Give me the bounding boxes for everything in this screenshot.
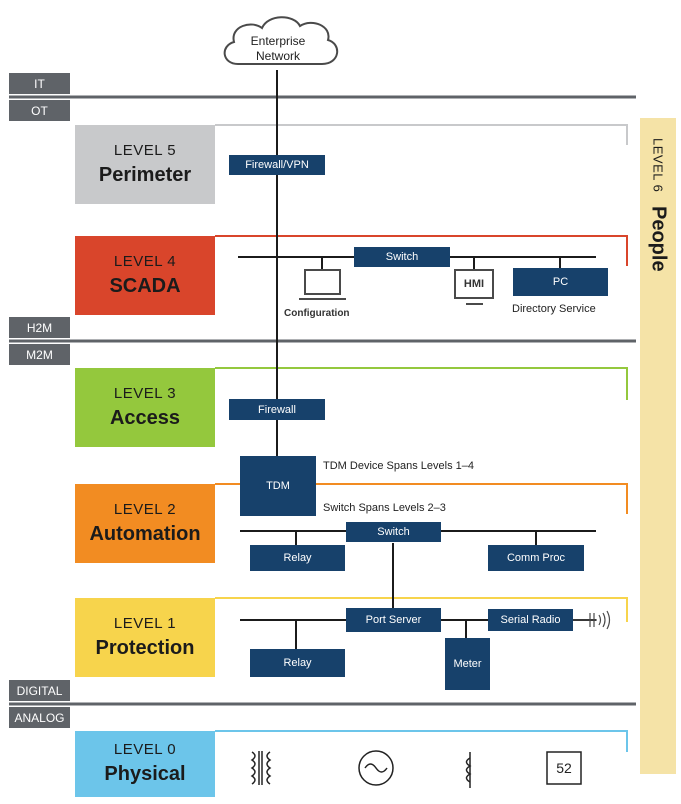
level-3-box: LEVEL 3 Access — [75, 368, 215, 447]
level-2-box: LEVEL 2 Automation — [75, 484, 215, 563]
configuration-label: Configuration — [284, 308, 350, 319]
level-0-name: Physical — [104, 763, 186, 785]
level-1-relay-box: Relay — [250, 649, 345, 677]
firewall-vpn-box: Firewall/VPN — [229, 155, 325, 175]
generator-icon — [358, 750, 394, 786]
pc-box: PC — [513, 268, 608, 296]
level-5-name: Perimeter — [98, 163, 192, 186]
hmi-label: HMI — [459, 274, 489, 294]
analog-tag: ANALOG — [9, 707, 70, 728]
digital-tag: DIGITAL — [9, 680, 70, 701]
tdm-box: TDM — [240, 456, 316, 516]
monitor-icon — [454, 269, 494, 305]
cloud-label-line1: Enterprise — [250, 34, 306, 48]
level-1-name: Protection — [95, 636, 195, 659]
level-0-label: LEVEL 0 — [113, 741, 177, 758]
enterprise-network-label: Enterprise Network — [228, 34, 328, 64]
level-6-bar: LEVEL 6 People — [640, 118, 676, 774]
comm-proc-box: Comm Proc — [488, 545, 584, 571]
level-2-switch-box: Switch — [346, 522, 441, 542]
level-2-name: Automation — [89, 522, 201, 545]
level-4-box: LEVEL 4 SCADA — [75, 236, 215, 315]
level-2-relay-box: Relay — [250, 545, 345, 571]
breaker-label: 52 — [556, 760, 572, 776]
level-5-box: LEVEL 5 Perimeter — [75, 125, 215, 204]
cloud-label-line2: Network — [255, 49, 300, 63]
level-4-label: LEVEL 4 — [113, 252, 177, 270]
level-4-switch-box: Switch — [354, 247, 450, 267]
current-transformer-icon — [465, 752, 472, 788]
level-0-box: LEVEL 0 Physical — [75, 731, 215, 797]
level-5-label: LEVEL 5 — [113, 141, 177, 159]
it-tag: IT — [9, 73, 70, 94]
level-3-label: LEVEL 3 — [113, 384, 177, 402]
laptop-icon — [299, 269, 346, 300]
switch-note: Switch Spans Levels 2–3 — [323, 502, 446, 514]
level-3-name: Access — [109, 406, 181, 429]
m2m-tag: M2M — [9, 344, 70, 365]
cloud-icon — [223, 16, 338, 65]
level-1-box: LEVEL 1 Protection — [75, 598, 215, 677]
transformer-icon — [250, 751, 272, 785]
level-1-label: LEVEL 1 — [113, 614, 177, 632]
meter-box: Meter — [445, 638, 490, 690]
h2m-tag: H2M — [9, 317, 70, 338]
firewall-box: Firewall — [229, 399, 325, 420]
tdm-note: TDM Device Spans Levels 1–4 — [323, 460, 475, 472]
level-4-name: SCADA — [109, 274, 181, 297]
serial-radio-box: Serial Radio — [488, 609, 573, 631]
port-server-box: Port Server — [346, 608, 441, 632]
level-6-label: LEVEL 6 — [650, 138, 666, 193]
breaker-box — [546, 751, 582, 785]
directory-service-label: Directory Service — [512, 303, 596, 315]
level-2-label: LEVEL 2 — [113, 500, 177, 518]
level-6-name: People — [647, 206, 670, 272]
antenna-icon — [572, 610, 611, 630]
ot-tag: OT — [9, 100, 70, 121]
